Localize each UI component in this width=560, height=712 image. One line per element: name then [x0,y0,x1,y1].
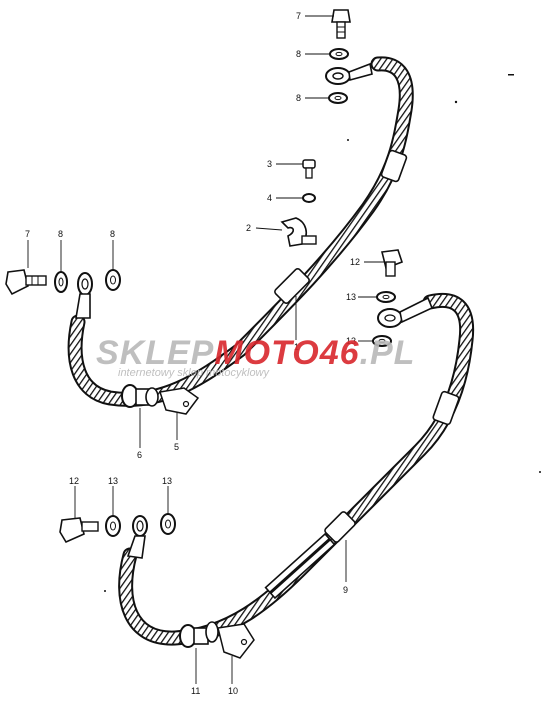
callout-10: 10 [228,686,238,696]
washer-8-lower [328,92,348,104]
hose-joint-11 [179,621,219,648]
callout-7-left: 7 [25,229,30,239]
watermark-brand-left: SKLEP [96,334,214,372]
washer-8-left-a [54,271,68,293]
watermark: SKLEPMOTO46.PL internetowy sklep motocyk… [96,334,415,379]
callout-8-left-b: 8 [110,229,115,239]
washer-13-lower-a [105,515,121,537]
callout-9: 9 [343,585,348,595]
callout-11: 11 [191,686,200,696]
lower-right-banjo-fitting [377,296,434,328]
callout-8-left-a: 8 [58,229,63,239]
callout-2: 2 [246,223,251,233]
watermark-tagline: internetowy sklep motocyklowy [118,367,271,379]
callout-4: 4 [267,193,272,203]
lower-brake-hose [118,292,475,659]
lower-hose-sleeve [324,511,356,543]
washer-13-right-bottom [372,335,392,347]
bolt-3 [302,159,316,179]
callout-7-top: 7 [296,11,301,21]
watermark-brand-num: 46 [319,334,360,372]
banjo-bolt-7-left [5,269,47,296]
lower-hose-rigid-section [264,532,336,600]
washer-4 [302,193,316,203]
print-specks [104,74,541,592]
upper-hose-sleeve-top [380,149,408,183]
washer-8-left-b [105,269,121,291]
leader-lines [27,15,384,684]
callout-8-lower: 8 [296,93,301,103]
callout-13-right-bottom: 13 [346,336,356,346]
washer-13-right-top [376,291,396,303]
banjo-bolt-7-top [331,9,351,39]
watermark-brand-tld: .PL [360,334,416,372]
washer-13-lower-b [160,513,176,535]
lower-hose-sleeve-top [432,390,460,426]
watermark-brand: SKLEPMOTO46.PL [96,334,415,372]
washer-8-top [329,48,349,60]
callout-1: 1 [294,342,299,352]
callout-3: 3 [267,159,272,169]
callout-12-lower: 12 [69,476,79,486]
callout-13-lower-b: 13 [162,476,172,486]
banjo-bolt-12-lower [59,517,99,544]
callout-13-lower-a: 13 [108,476,118,486]
callout-12-right: 12 [350,257,360,267]
callout-5: 5 [174,442,179,452]
banjo-bolt-12-right [381,249,404,277]
upper-brake-hose [67,56,414,415]
hose-clamp-2 [280,217,317,247]
left-banjo-fitting [75,272,93,319]
lower-left-banjo-fitting [126,515,148,559]
upper-hose-sleeve [274,268,310,304]
hose-bracket-5 [159,387,200,415]
hose-joint-6 [121,384,159,408]
callout-8-top: 8 [296,49,301,59]
hose-bracket-10 [217,623,255,659]
callout-6: 6 [137,450,142,460]
callouts: 7 8 8 3 4 2 1 7 8 8 6 5 12 13 13 12 13 1… [25,11,360,696]
watermark-brand-mid: MOTO [214,334,319,372]
upper-banjo-fitting [325,62,373,85]
callout-13-right-top: 13 [346,292,356,302]
